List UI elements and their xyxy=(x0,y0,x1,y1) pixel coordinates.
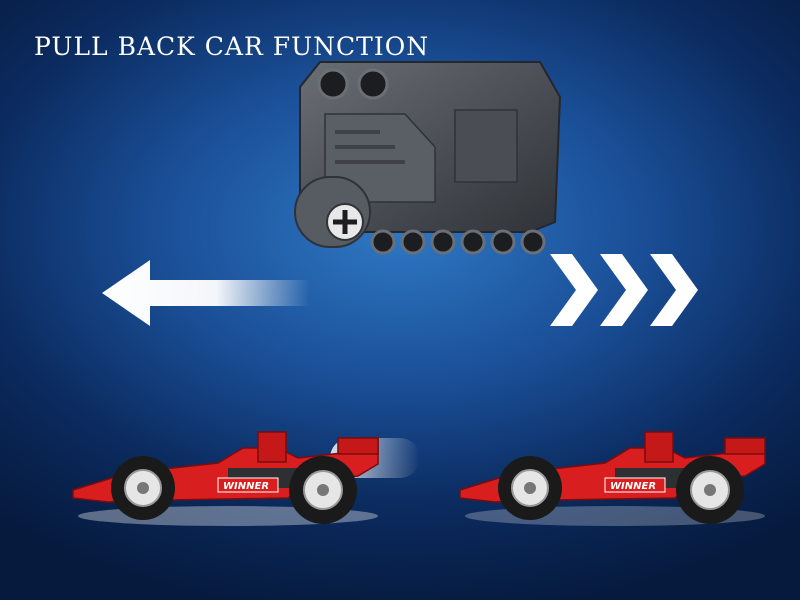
race-car-stationary: WINNER xyxy=(459,431,766,526)
car-badge-text: WINNER xyxy=(610,481,656,492)
page-title: PULL BACK CAR FUNCTION xyxy=(34,32,430,61)
race-car-moving: WINNER xyxy=(72,431,379,526)
car-badge-text: WINNER xyxy=(223,481,269,492)
chevrons-right-icon xyxy=(550,254,698,326)
left-arrow-icon xyxy=(102,260,310,326)
pullback-motor-image xyxy=(294,61,562,255)
